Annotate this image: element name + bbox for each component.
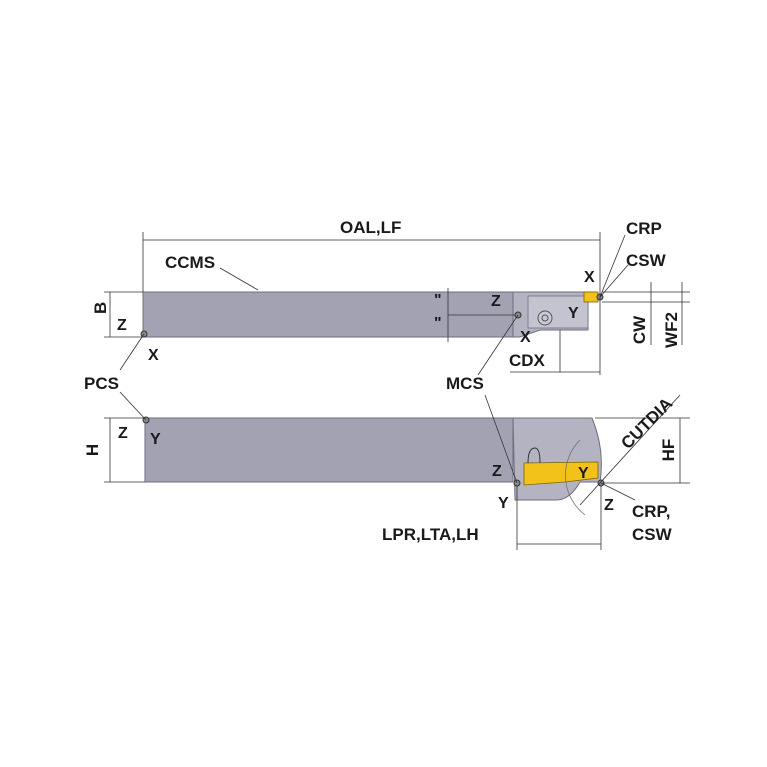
crp-csw-label: CRP, bbox=[632, 502, 670, 521]
crp-csw-label-2: CSW bbox=[632, 525, 673, 544]
side-view bbox=[104, 391, 690, 550]
csw-label: CSW bbox=[626, 251, 667, 270]
b-label: B bbox=[91, 302, 110, 314]
wf2-label: WF2 bbox=[662, 312, 681, 348]
shank-side bbox=[144, 417, 514, 483]
axis-z-label: Z bbox=[118, 425, 128, 442]
top-view: " " bbox=[104, 232, 690, 376]
axis-z-label: Z bbox=[604, 497, 614, 514]
axis-z-label: Z bbox=[491, 293, 501, 310]
cutting-diameter-arc bbox=[565, 439, 586, 516]
axis-z-label: Z bbox=[492, 463, 502, 480]
screw-icon bbox=[537, 310, 553, 326]
clamp-lever bbox=[527, 447, 541, 464]
break-mark: " bbox=[434, 292, 442, 309]
axis-y-label: Y bbox=[150, 431, 161, 448]
axis-x-label: X bbox=[584, 269, 595, 286]
axis-z-label: Z bbox=[117, 317, 127, 334]
lpr-lta-lh-label: LPR,LTA,LH bbox=[382, 525, 479, 544]
axis-y-label: Y bbox=[578, 465, 589, 482]
pcs-label: PCS bbox=[84, 374, 119, 393]
ccms-label: CCMS bbox=[165, 253, 215, 272]
insert-side bbox=[523, 461, 599, 486]
head-side bbox=[512, 417, 602, 501]
clamp bbox=[527, 295, 589, 329]
mcs-label: MCS bbox=[446, 374, 484, 393]
cdx-label: CDX bbox=[509, 351, 546, 370]
break-mark: " bbox=[434, 315, 442, 332]
axis-x-label: X bbox=[520, 329, 531, 346]
axis-y-label: Y bbox=[498, 495, 509, 512]
crp-label: CRP bbox=[626, 219, 662, 238]
hf-label: HF bbox=[659, 439, 678, 462]
screw-socket bbox=[541, 314, 549, 322]
cw-label: CW bbox=[630, 315, 649, 344]
shank-top bbox=[142, 291, 514, 338]
insert-top bbox=[583, 291, 599, 303]
oal-lf-label: OAL,LF bbox=[340, 218, 401, 237]
axis-x-label: X bbox=[148, 347, 159, 364]
axis-y-label: Y bbox=[568, 305, 579, 322]
h-label: H bbox=[83, 444, 102, 456]
